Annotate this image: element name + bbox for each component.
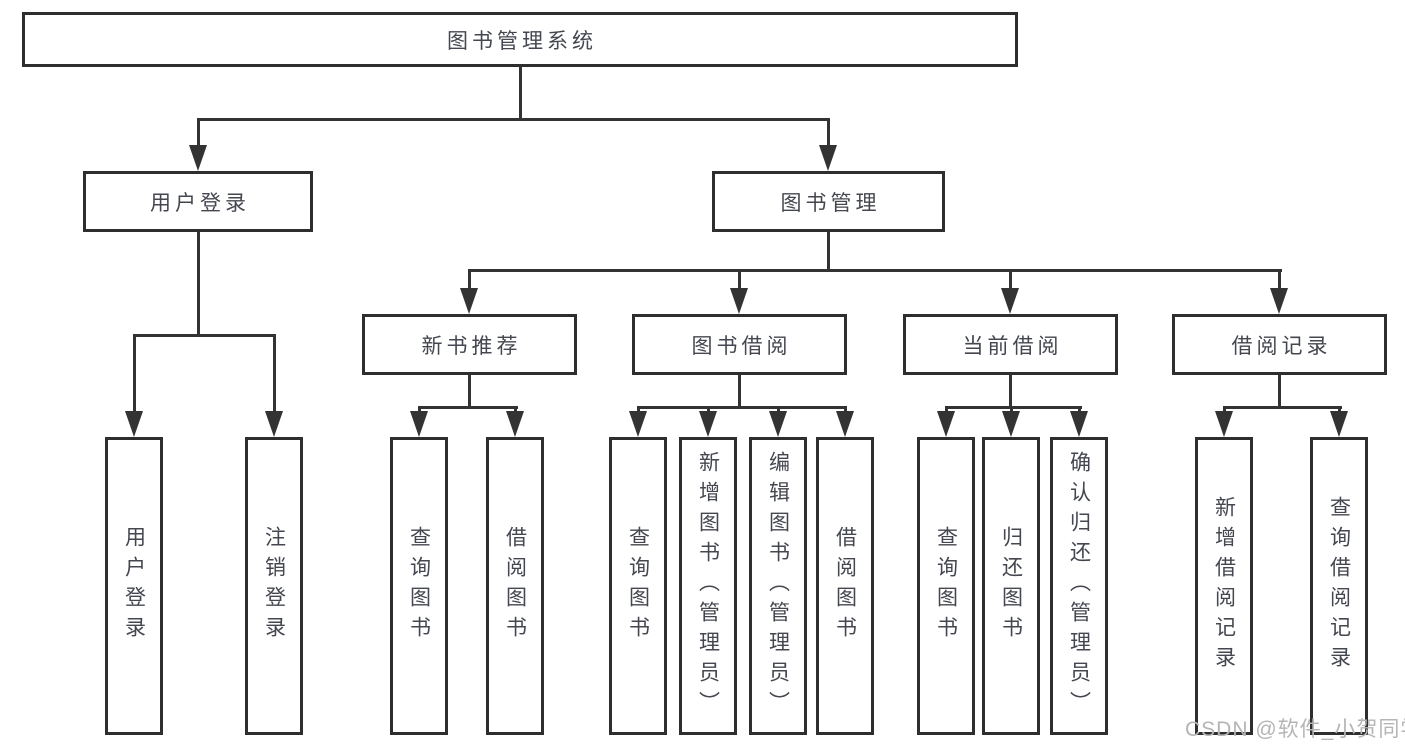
connector-drop-leaf-user-login [133, 334, 136, 416]
node-new-book-rec-label: 新书推荐 [421, 334, 522, 358]
arrow-to-user-login [189, 145, 207, 171]
leaf-user-login: 用户登录 [105, 437, 163, 735]
connector-drop-current-borrow [1009, 269, 1012, 293]
connector-drop-book-mgmt [827, 118, 830, 150]
node-book-borrow: 图书借阅 [632, 314, 847, 375]
connector-new-book-rec-rail [418, 406, 518, 409]
arrow-to-leaf-logout [265, 411, 283, 437]
leaf-logout: 注销登录 [245, 437, 303, 735]
arrow-to-add-book [699, 411, 717, 437]
arrow-to-add-record [1215, 411, 1233, 437]
leaf-add-borrow-record: 新增借阅记录 [1195, 437, 1253, 735]
leaf-query-borrow-record: 查询借阅记录 [1310, 437, 1368, 735]
arrow-to-edit-book [769, 411, 787, 437]
leaf-borrow-books-rec-label: 借阅图书 [503, 526, 527, 646]
connector-drop-book-borrow [738, 269, 741, 293]
connector-user-login-rail [133, 334, 276, 337]
node-current-borrow-label: 当前借阅 [962, 334, 1063, 358]
arrow-to-borrow-books [836, 411, 854, 437]
leaf-return-books-label: 归还图书 [999, 526, 1023, 646]
node-new-book-rec: 新书推荐 [362, 314, 577, 375]
node-book-mgmt: 图书管理 [712, 171, 945, 232]
connector-root-stem [519, 67, 522, 120]
leaf-logout-label: 注销登录 [262, 526, 286, 646]
leaf-confirm-return-admin: 确认归还（管理员） [1050, 437, 1108, 735]
leaf-edit-book-admin-label: 编辑图书（管理员） [766, 451, 790, 721]
arrow-to-borrow-records [1270, 288, 1288, 314]
connector-current-borrow-rail [945, 406, 1082, 409]
node-user-login-label: 用户登录 [150, 191, 250, 215]
arrow-to-new-book-rec [460, 288, 478, 314]
connector-drop-leaf-logout [273, 334, 276, 416]
connector-book-borrow-rail [637, 406, 847, 409]
leaf-query-books-rec: 查询图书 [390, 437, 448, 735]
leaf-add-book-admin-label: 新增图书（管理员） [696, 451, 720, 721]
leaf-query-books-rec-label: 查询图书 [407, 526, 431, 646]
connector-current-borrow-stem [1009, 375, 1012, 408]
csdn-watermark: CSDN @软件_小贺同学 [1185, 718, 1405, 741]
leaf-query-books-current-label: 查询图书 [934, 526, 958, 646]
connector-book-mgmt-rail [468, 269, 1282, 272]
leaf-query-books-current: 查询图书 [917, 437, 975, 735]
arrow-to-book-mgmt [819, 145, 837, 171]
leaf-user-login-label: 用户登录 [122, 526, 146, 646]
connector-book-mgmt-stem [827, 232, 830, 272]
arrow-to-borrow-rec [506, 411, 524, 437]
node-current-borrow: 当前借阅 [903, 314, 1118, 375]
node-root: 图书管理系统 [22, 12, 1018, 67]
node-user-login: 用户登录 [83, 171, 313, 232]
connector-drop-new-book-rec [468, 269, 471, 293]
connector-new-book-rec-stem [468, 375, 471, 408]
leaf-borrow-books-rec: 借阅图书 [486, 437, 544, 735]
arrow-to-query-current [937, 411, 955, 437]
connector-root-rail [197, 118, 830, 121]
arrow-to-query-borrow [629, 411, 647, 437]
node-root-label: 图书管理系统 [447, 29, 597, 53]
connector-borrow-records-stem [1278, 375, 1281, 408]
leaf-query-borrow-record-label: 查询借阅记录 [1327, 496, 1351, 676]
arrow-to-query-record [1330, 411, 1348, 437]
leaf-confirm-return-admin-label: 确认归还（管理员） [1067, 451, 1091, 721]
leaf-return-books: 归还图书 [982, 437, 1040, 735]
leaf-query-books-borrow-label: 查询图书 [626, 526, 650, 646]
arrow-to-return-books [1002, 411, 1020, 437]
node-book-borrow-label: 图书借阅 [691, 334, 792, 358]
node-borrow-records: 借阅记录 [1172, 314, 1387, 375]
arrow-to-leaf-user-login [125, 411, 143, 437]
arrow-to-confirm-return [1070, 411, 1088, 437]
node-book-mgmt-label: 图书管理 [780, 191, 881, 215]
node-borrow-records-label: 借阅记录 [1231, 334, 1332, 358]
connector-drop-user-login [197, 118, 200, 150]
arrow-to-current-borrow [1001, 288, 1019, 314]
leaf-add-book-admin: 新增图书（管理员） [679, 437, 737, 735]
leaf-edit-book-admin: 编辑图书（管理员） [749, 437, 807, 735]
leaf-query-books-borrow: 查询图书 [609, 437, 667, 735]
leaf-add-borrow-record-label: 新增借阅记录 [1212, 496, 1236, 676]
arrow-to-query-rec [410, 411, 428, 437]
arrow-to-book-borrow [730, 288, 748, 314]
connector-borrow-records-rail [1223, 406, 1342, 409]
connector-book-borrow-stem [738, 375, 741, 408]
connector-user-login-stem [197, 232, 200, 337]
leaf-borrow-books: 借阅图书 [816, 437, 874, 735]
connector-drop-borrow-records [1278, 269, 1281, 293]
leaf-borrow-books-label: 借阅图书 [833, 526, 857, 646]
